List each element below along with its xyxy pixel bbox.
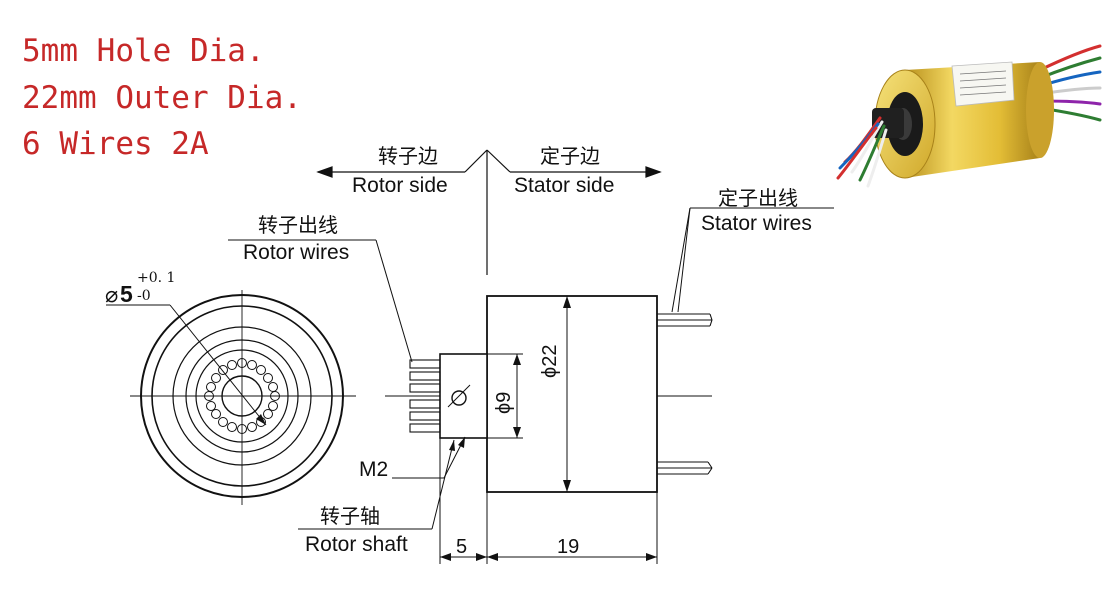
stator-side-label: Stator side [514, 174, 614, 197]
body-length-dimension: 19 [557, 536, 579, 558]
rotor-side-label: Rotor side [352, 174, 448, 197]
stator-wires-label: Stator wires [701, 212, 812, 235]
rotor-side-label-zh: 转子边 [378, 144, 438, 168]
spec-wires: 6 Wires 2A [22, 126, 209, 162]
hole-tolerance-upper: +0. 1 [137, 270, 175, 286]
stator-wires-label-zh: 定子出线 [718, 186, 798, 210]
stator-side-label-zh: 定子边 [540, 144, 600, 168]
rotor-wires-label: Rotor wires [243, 241, 349, 264]
hole-diameter-symbol: ⌀ [105, 282, 118, 307]
rotor-wires-leader [228, 239, 413, 363]
side-view [298, 295, 713, 564]
rotor-shaft-label-zh: 转子轴 [320, 504, 380, 528]
side-direction-arrows [316, 149, 662, 275]
rotor-wires-label-zh: 转子出线 [258, 213, 338, 237]
front-view [106, 290, 356, 505]
spec-outer-diameter: 22mm Outer Dia. [22, 80, 302, 116]
stator-wires-leader [671, 207, 834, 313]
spec-hole-diameter: 5mm Hole Dia. [22, 33, 265, 69]
outer-diameter-dimension: ϕ22 [539, 345, 561, 378]
shaft-length-dimension: 5 [456, 536, 467, 558]
m2-screw-label: M2 [359, 458, 388, 481]
hole-tolerance-lower: -0 [137, 288, 151, 304]
rotor-shaft-label: Rotor shaft [305, 533, 408, 556]
shaft-diameter-dimension: ϕ9 [493, 392, 515, 414]
hole-diameter-value: 5 [120, 281, 133, 307]
product-photo [836, 40, 1102, 206]
